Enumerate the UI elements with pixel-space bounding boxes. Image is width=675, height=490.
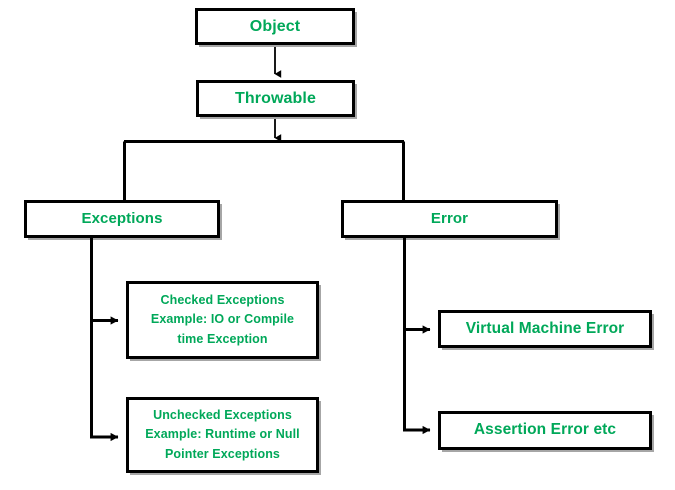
- node-throwable[interactable]: Throwable: [196, 80, 355, 117]
- node-unchecked-exceptions-label: Unchecked Exceptions Example: Runtime or…: [145, 407, 300, 461]
- node-exceptions[interactable]: Exceptions: [24, 200, 220, 238]
- node-error-label: Error: [430, 210, 469, 228]
- node-virtual-machine-error[interactable]: Virtual Machine Error: [438, 310, 652, 348]
- node-error[interactable]: Error: [341, 200, 558, 238]
- node-checked-exceptions-label: Checked Exceptions Example: IO or Compil…: [150, 292, 295, 346]
- node-assertion-error[interactable]: Assertion Error etc: [438, 411, 652, 450]
- node-checked-exceptions[interactable]: Checked Exceptions Example: IO or Compil…: [126, 281, 319, 359]
- node-unchecked-exceptions[interactable]: Unchecked Exceptions Example: Runtime or…: [126, 397, 319, 473]
- node-object[interactable]: Object: [195, 8, 355, 45]
- node-throwable-label: Throwable: [235, 89, 316, 107]
- node-object-label: Object: [249, 17, 301, 35]
- node-virtual-machine-error-label: Virtual Machine Error: [465, 319, 625, 337]
- node-assertion-error-label: Assertion Error etc: [473, 421, 617, 439]
- node-exceptions-label: Exceptions: [81, 210, 163, 228]
